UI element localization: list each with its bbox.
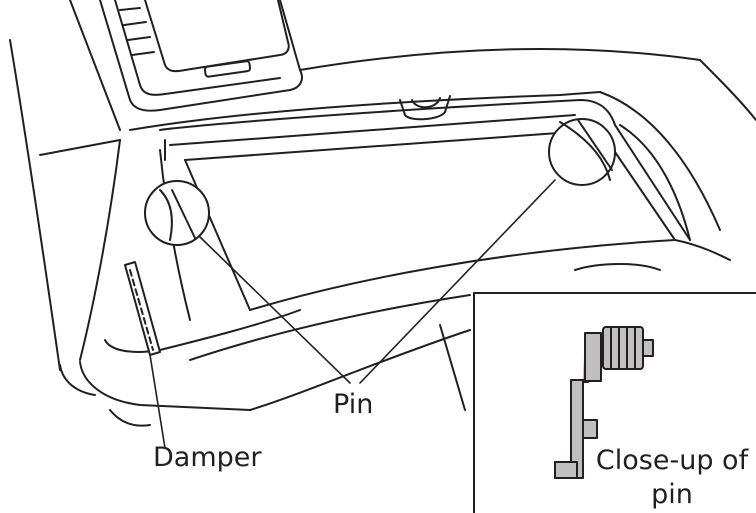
damper-strut xyxy=(124,261,166,449)
pin-label: Pin xyxy=(333,389,374,420)
glovebox-lid xyxy=(104,263,661,361)
glovebox-handle xyxy=(399,95,451,121)
damper-label: Damper xyxy=(153,442,262,473)
glovebox-frame xyxy=(159,99,731,411)
closeup-label: Close-up of pin xyxy=(595,445,749,510)
dashboard-surface xyxy=(129,48,756,231)
closeup-pin-part xyxy=(554,326,654,479)
pin-callouts xyxy=(144,118,616,384)
dashboard-outline xyxy=(9,0,471,427)
air-vent xyxy=(99,0,303,112)
closeup-inset xyxy=(473,292,756,513)
